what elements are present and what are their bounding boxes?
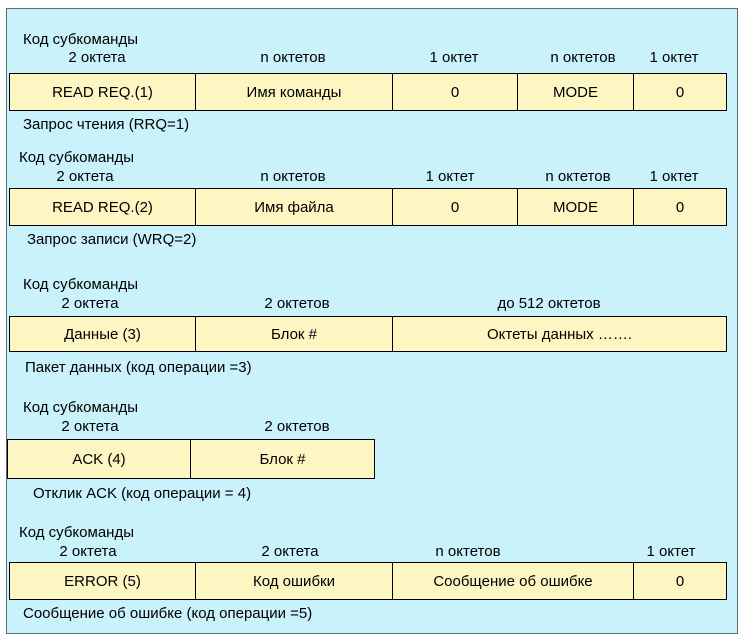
packet-cell: Сообщение об ошибке <box>393 563 634 599</box>
packet-cell: 0 <box>675 83 685 101</box>
field-size-label: 1 октет <box>425 168 475 185</box>
packet-cell: Данные (3) <box>10 317 196 351</box>
packet-cell: Имя файла <box>196 189 393 225</box>
packet-cell: ACK (4) <box>8 440 191 478</box>
subcommand-code-label: Код субкоманды <box>23 276 138 293</box>
packet-cell: MODE <box>518 74 634 110</box>
field-size-label: 1 октет <box>649 49 699 66</box>
packet-cell: Имя команды <box>196 74 393 110</box>
packet-row-wrq: READ REQ.(2) Имя файла 0 MODE 0 <box>9 188 727 226</box>
field-size-label: n октетов <box>545 168 611 185</box>
packet-cell: Блок # <box>196 317 393 351</box>
field-size-label: n октетов <box>260 168 326 185</box>
field-size-label: 2 октета <box>61 418 119 435</box>
field-size-label: n октетов <box>260 49 326 66</box>
packet-cell: Код ошибки <box>196 563 393 599</box>
field-size-label: 1 октет <box>429 49 479 66</box>
packet-caption: Запрос записи (WRQ=2) <box>27 231 197 248</box>
subcommand-code-label: Код субкоманды <box>23 399 138 416</box>
packet-cell: READ REQ.(2) <box>10 189 196 225</box>
field-size-label: n октетов <box>435 543 501 560</box>
field-size-label: 2 октетов <box>264 295 330 312</box>
packet-caption: Сообщение об ошибке (код операции =5) <box>23 605 313 622</box>
field-size-label: 2 октета <box>56 168 114 185</box>
field-size-label: 1 октет <box>646 543 696 560</box>
packet-row-error: ERROR (5) Код ошибки Сообщение об ошибке… <box>9 562 727 600</box>
packet-caption: Пакет данных (код операции =3) <box>25 359 252 376</box>
field-size-label: до 512 октетов <box>497 295 601 312</box>
field-size-label: 1 октет <box>649 168 699 185</box>
packet-caption: Отклик ACK (код операции = 4) <box>33 485 252 502</box>
packet-cell: 0 <box>393 74 518 110</box>
packet-row-ack: ACK (4) Блок # <box>7 439 375 479</box>
packet-cell: MODE <box>518 189 634 225</box>
packet-cell: 0 <box>675 198 685 216</box>
subcommand-code-label: Код субкоманды <box>19 149 134 166</box>
field-size-label: 2 октета <box>68 49 126 66</box>
subcommand-code-label: Код субкоманды <box>19 524 134 541</box>
packet-caption: Запрос чтения (RRQ=1) <box>23 116 190 133</box>
diagram-frame: Код субкоманды 2 октета n октетов 1 окте… <box>6 8 738 634</box>
subcommand-code-label: Код субкоманды <box>23 31 138 48</box>
field-size-label: n октетов <box>550 49 616 66</box>
packet-cell: ERROR (5) <box>10 563 196 599</box>
packet-row-data: Данные (3) Блок # Октеты данных ……. <box>9 316 727 352</box>
packet-cell: 0 <box>393 189 518 225</box>
field-size-label: 2 октета <box>59 543 117 560</box>
field-size-label: 2 октета <box>61 295 119 312</box>
packet-row-rrq: READ REQ.(1) Имя команды 0 MODE 0 <box>9 73 727 111</box>
packet-cell: READ REQ.(1) <box>10 74 196 110</box>
packet-cell: Блок # <box>259 450 306 468</box>
packet-cell: Октеты данных ……. <box>486 325 633 343</box>
packet-cell: 0 <box>675 572 685 590</box>
field-size-label: 2 октетов <box>264 418 330 435</box>
field-size-label: 2 октета <box>261 543 319 560</box>
